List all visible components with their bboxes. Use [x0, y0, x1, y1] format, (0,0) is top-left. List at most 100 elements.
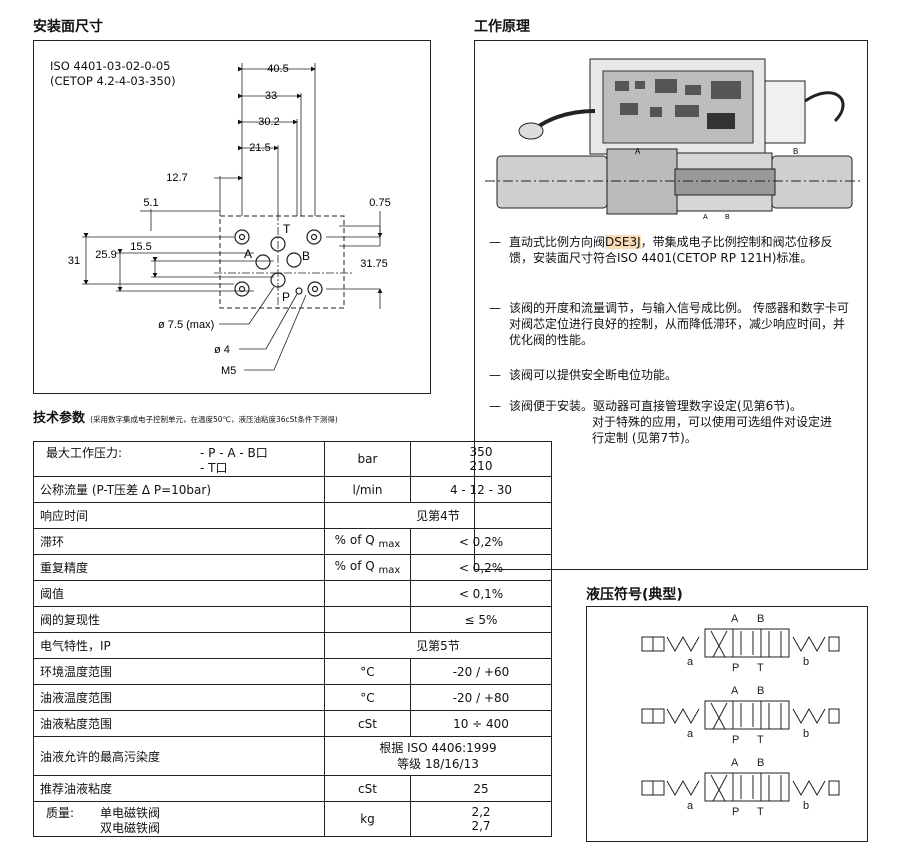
- row-merged-value: 等级 18/16/13: [397, 757, 479, 771]
- symbol-2-label-a: A: [731, 685, 739, 697]
- specs-note: (采用数字集成电子控制单元，在温度50℃，液压油粘度36cSt条件下测得): [90, 415, 338, 424]
- callout-screw: M5: [221, 365, 236, 377]
- row-unit: cSt: [324, 710, 411, 737]
- principle-bullet-2: — 该阀的开度和流量调节，与输入信号成比例。 传感器和数字卡可对阀芯定位进行良好…: [489, 300, 849, 352]
- row-label: 滞环: [33, 528, 325, 555]
- dim-12-7: 12.7: [166, 172, 187, 184]
- symbols-frame: A B P T a b A B P T a b A B P T a b: [586, 606, 868, 842]
- symbol-3-label-p: P: [732, 806, 739, 818]
- mounting-title: 安装面尺寸: [33, 19, 103, 35]
- row-value: < 0,2%: [410, 528, 552, 555]
- bullet-dash: —: [489, 301, 501, 315]
- row-merged-value: 见第5节: [324, 632, 552, 659]
- symbol-1-label-p: P: [732, 662, 739, 674]
- table-row: 响应时间 见第4节: [33, 502, 552, 529]
- bullet-1-highlight: DSE3J: [605, 235, 641, 249]
- symbol-1: [641, 628, 840, 658]
- diagram-port-b: B: [725, 214, 730, 221]
- principle-frame: A B A B: [474, 40, 868, 570]
- standard-line-2: (CETOP 4.2-4-03-350): [50, 74, 176, 88]
- row-value: < 0,2%: [410, 554, 552, 581]
- diagram-label-a: A: [635, 147, 641, 156]
- row-value: -20 / +60: [410, 658, 552, 685]
- row-unit: l/min: [324, 476, 411, 503]
- port-t-hole: [270, 236, 286, 252]
- row-label: 油液温度范围: [33, 684, 325, 711]
- table-row: 油液允许的最高污染度 根据 ISO 4406:1999 等级 18/16/13: [33, 736, 552, 776]
- row-label: 阈值: [33, 580, 325, 607]
- locating-pin: [295, 287, 303, 295]
- port-b-hole: [286, 252, 302, 268]
- valve-cutaway-illustration: A B A B: [485, 58, 860, 221]
- row-label: 阀的复现性: [33, 606, 325, 633]
- principle-title: 工作原理: [474, 19, 530, 35]
- symbols-title: 液压符号(典型): [586, 587, 683, 603]
- row-value: -20 / +80: [410, 684, 552, 711]
- symbol-2-label-sa: a: [687, 728, 694, 740]
- symbol-2-label-p: P: [732, 734, 739, 746]
- row-sublabel: - T口: [200, 461, 228, 475]
- row-value: ≤ 5%: [410, 606, 552, 633]
- table-row: 滞环 % of Q max < 0,2%: [33, 528, 552, 555]
- row-value: 25: [410, 775, 552, 802]
- mounting-drawing-frame: ISO 4401-03-02-0-05 (CETOP 4.2-4-03-350): [33, 40, 431, 394]
- port-p-hole: [270, 272, 286, 288]
- principle-bullet-1: — 直动式比例方向阀DSE3J，带集成电子比例控制和阀芯位移反馈，安装面尺寸符合…: [489, 234, 849, 286]
- dim-5-1: 5.1: [143, 197, 158, 209]
- row-label: 环境温度范围: [33, 658, 325, 685]
- port-label-b: B: [302, 249, 310, 263]
- dim-21-5: 21.5: [249, 142, 270, 154]
- table-row: 阀的复现性 ≤ 5%: [33, 606, 552, 633]
- row-unit: [324, 606, 411, 633]
- table-row: 电气特性，IP 见第5节: [33, 632, 552, 659]
- port-a-hole: [255, 254, 271, 270]
- port-label-p: P: [282, 290, 290, 304]
- principle-bullet-4: — 该阀便于安装。驱动器可直接管理数字设定(见第6节)。 对于特殊的应用，可以使…: [489, 398, 849, 450]
- dim-40-5: 40.5: [267, 63, 288, 75]
- dim-0-75: 0.75: [369, 197, 390, 209]
- row-label: 油液粘度范围: [33, 710, 325, 737]
- row-unit: cSt: [324, 775, 411, 802]
- symbol-2-label-sb: b: [803, 728, 809, 740]
- port-label-t: T: [283, 222, 291, 236]
- callout-hole-size: ø 7.5 (max): [158, 319, 214, 331]
- row-merged-value: 见第4节: [324, 502, 552, 529]
- row-value: 2,7: [471, 819, 491, 833]
- row-merged-value: 根据 ISO 4406:1999: [379, 741, 497, 755]
- symbol-1-label-t: T: [757, 662, 764, 674]
- row-unit: kg: [324, 801, 411, 837]
- bullet-4-text: 该阀便于安装。驱动器可直接管理数字设定(见第6节)。: [509, 399, 803, 413]
- row-value: 10 ÷ 400: [410, 710, 552, 737]
- symbol-2-label-t: T: [757, 734, 764, 746]
- table-row: 油液粘度范围 cSt 10 ÷ 400: [33, 710, 552, 737]
- symbol-1-label-sa: a: [687, 656, 694, 668]
- row-label: 质量:: [46, 806, 75, 820]
- specs-heading: 技术参数 (采用数字集成电子控制单元，在温度50℃，液压油粘度36cSt条件下测…: [33, 411, 413, 426]
- symbol-2-label-b: B: [757, 685, 764, 697]
- mounting-drawing: 40.5 33 30.2 21.5 12.7 5.1 0.75 31 25.9 …: [68, 63, 391, 377]
- specs-title: 技术参数: [33, 411, 86, 426]
- row-value: 2,2: [471, 805, 491, 819]
- table-row: 环境温度范围 °C -20 / +60: [33, 658, 552, 685]
- standard-line-1: ISO 4401-03-02-0-05: [50, 59, 171, 73]
- diagram-label-b: B: [793, 147, 798, 156]
- callout-pin-size: ø 4: [214, 344, 230, 356]
- dim-30-2: 30.2: [258, 116, 279, 128]
- symbol-3-label-sa: a: [687, 800, 694, 812]
- symbol-3-label-a: A: [731, 757, 739, 769]
- row-value: 350: [469, 445, 493, 459]
- bullet-2-text: 该阀的开度和流量调节，与输入信号成比例。 传感器和数字卡可对阀芯定位进行良好的控…: [509, 301, 849, 347]
- symbol-3-label-sb: b: [803, 800, 809, 812]
- bullet-dash: —: [489, 399, 501, 413]
- dim-33: 33: [265, 90, 277, 102]
- row-label: 电气特性，IP: [33, 632, 325, 659]
- row-value: 4 - 12 - 30: [410, 476, 552, 503]
- row-label: 响应时间: [33, 502, 325, 529]
- row-label: 重复精度: [33, 554, 325, 581]
- dim-31-75: 31.75: [360, 258, 388, 270]
- row-value: 210: [469, 459, 493, 473]
- bullet-3-text: 该阀可以提供安全断电位功能。: [509, 368, 678, 382]
- symbol-1-label-a: A: [731, 613, 739, 625]
